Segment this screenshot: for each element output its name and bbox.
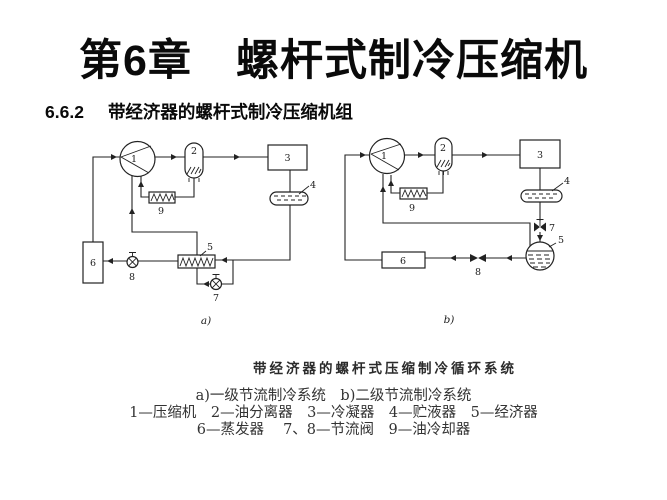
- flow-arrows-a: [107, 154, 240, 287]
- valve8-symbol-a: [126, 252, 139, 269]
- component-label-9a: 9: [158, 206, 164, 217]
- oil-cooler-symbol-a: [148, 191, 176, 204]
- component-label-5a: 5: [207, 242, 213, 253]
- component-label-1b: 1: [381, 151, 387, 162]
- component-label-8a: 8: [129, 272, 135, 283]
- arrow-to-condenser-b: [482, 152, 488, 158]
- receiver-symbol-b: [520, 182, 564, 203]
- legend-line-components-2: 6—蒸发器 7、8—节流阀 9—油冷却器: [196, 422, 471, 438]
- arrow-vapor-up-a: [129, 208, 135, 214]
- condenser-symbol-a: [267, 144, 308, 171]
- component-label-8b: 8: [475, 267, 481, 278]
- arrow-to-condenser-a: [234, 154, 240, 160]
- component-label-7a: 7: [213, 293, 219, 304]
- component-label-4a: 4: [310, 180, 316, 191]
- legend-line-components-1: 1—压缩机 2—油分离器 3—冷凝器 4—贮液器 5—经济器: [129, 405, 538, 421]
- compressor-symbol-a: [119, 140, 156, 178]
- oil-cooler-symbol-b: [399, 187, 428, 200]
- arrow-into-compressor-b: [360, 152, 366, 158]
- economizer-symbol-a: [177, 250, 216, 269]
- compressor-symbol-b: [368, 137, 406, 175]
- subfigure-label-b: b): [444, 314, 455, 326]
- component-label-1a: 1: [131, 154, 137, 165]
- arrow-to-evaporator-a: [107, 258, 113, 264]
- oil-separator-symbol-b: [434, 137, 453, 175]
- flow-arrows-b: [360, 152, 543, 261]
- valve8-symbol-b: [470, 254, 486, 262]
- component-label-2a: 2: [191, 146, 197, 157]
- arrow-discharge-a: [171, 154, 177, 160]
- component-label-5b: 5: [558, 235, 564, 246]
- component-label-3b: 3: [537, 150, 543, 161]
- section-heading: 6.6.2 带经济器的螺杆式制冷压缩机组: [45, 99, 353, 124]
- evaporator-symbol-a: [82, 241, 104, 284]
- figure-legend: a)一级节流制冷系统 b)二级节流制冷系统 1—压缩机 2—油分离器 3—冷凝器…: [0, 388, 667, 439]
- condenser-symbol-b: [519, 139, 561, 169]
- arrow-discharge-b: [418, 152, 424, 158]
- arrow-tank-to-valve8-b: [506, 255, 512, 261]
- figure-diagram: 1 2 3 4 9 6 8 5 7 a): [82, 137, 570, 327]
- component-label-3a: 3: [284, 153, 290, 164]
- figure-caption: 带经济器的螺杆式压缩制冷循环系统: [253, 361, 517, 377]
- section-title: 带经济器的螺杆式制冷压缩机组: [107, 102, 353, 122]
- arrow-vapor-up-b: [380, 186, 386, 192]
- diagram-b: 1 2 3 4 9 7 5 8 6 b): [344, 137, 570, 326]
- legend-line-systems: a)一级节流制冷系统 b)二级节流制冷系统: [195, 388, 472, 404]
- flow-lines-a: [92, 156, 291, 285]
- evaporator-symbol-b: [381, 251, 426, 269]
- arrow-to-economizer-a: [221, 257, 227, 263]
- section-number: 6.6.2: [45, 102, 84, 122]
- page-title: 第6章 螺杆式制冷压缩机: [79, 37, 588, 85]
- component-label-7b: 7: [549, 223, 555, 234]
- receiver-symbol-a: [269, 185, 310, 206]
- component-label-4b: 4: [564, 176, 570, 187]
- component-label-2b: 2: [440, 143, 446, 154]
- arrow-to-valve7-a: [203, 281, 209, 287]
- arrow-oil-up-a: [138, 181, 144, 187]
- subfigure-label-a: a): [201, 315, 211, 327]
- arrow-into-compressor-a: [111, 154, 117, 160]
- valve7-symbol-b: [534, 219, 546, 232]
- component-label-6b: 6: [400, 256, 406, 267]
- valve7-symbol-a: [209, 274, 223, 291]
- component-label-6a: 6: [90, 258, 96, 269]
- component-label-9b: 9: [409, 203, 415, 214]
- economizer-symbol-b: [525, 241, 557, 271]
- oil-separator-symbol-a: [184, 142, 204, 182]
- arrow-into-tank-b: [537, 235, 543, 241]
- arrow-to-evaporator-b: [450, 255, 456, 261]
- diagram-a: 1 2 3 4 9 6 8 5 7 a): [82, 140, 316, 327]
- arrow-oil-up-b: [388, 180, 394, 186]
